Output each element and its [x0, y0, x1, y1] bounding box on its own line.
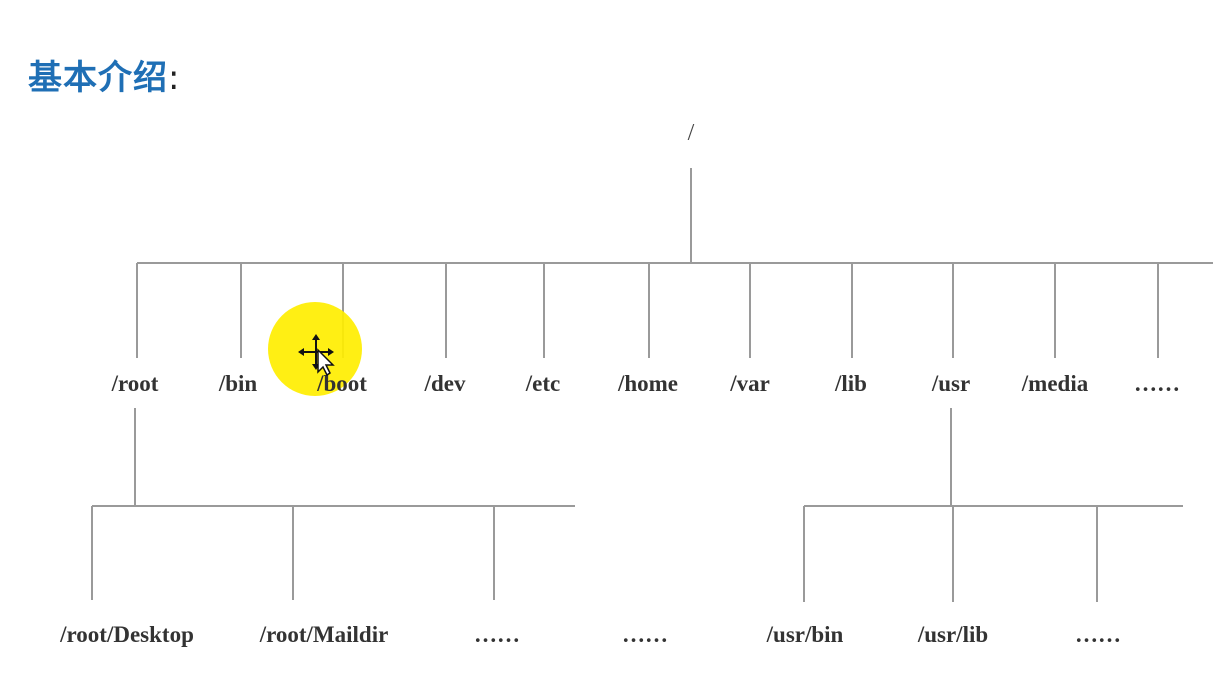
title-text: 基本介绍 [28, 58, 168, 98]
tree-node-etc: /etc [525, 371, 561, 396]
tree-node-usr-lib: /usr/lib [917, 622, 989, 647]
page-title: 基本介绍: [28, 50, 180, 99]
tree-node-root-more-2: …… [622, 622, 668, 647]
tree-node-bin: /bin [218, 371, 258, 396]
tree-node-usr: /usr [931, 371, 971, 396]
tree-node-home: /home [617, 371, 679, 396]
tree-node-root-desktop: /root/Desktop [60, 622, 194, 647]
tree-node-root: / [687, 120, 695, 146]
tree-node-lib: /lib [835, 371, 867, 396]
tree-node-root-dir: /root [111, 371, 159, 396]
tree-node-root-maildir: /root/Maildir [259, 622, 389, 647]
tree-node-root-more: …… [474, 622, 520, 647]
move-cursor-icon [298, 334, 342, 380]
tree-node-boot: /boot [317, 371, 367, 396]
tree-node-media: /media [1021, 371, 1089, 396]
tree-node-usr-bin: /usr/bin [766, 622, 844, 647]
title-colon: : [168, 58, 181, 98]
tree-node-var: /var [730, 371, 770, 396]
tree-node-usr-more: …… [1075, 622, 1121, 647]
tree-node-more: …… [1134, 371, 1180, 396]
tree-node-dev: /dev [424, 371, 466, 396]
